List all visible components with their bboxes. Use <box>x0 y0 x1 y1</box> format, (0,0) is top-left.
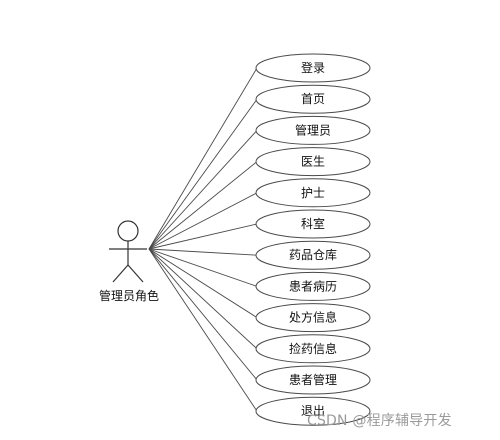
use-case-ellipse <box>255 115 371 145</box>
actor-figure <box>109 220 147 283</box>
association-line <box>148 248 258 318</box>
use-case-ellipse <box>255 147 371 177</box>
csdn-watermark: CSDN @程序辅导开发 <box>307 413 452 429</box>
use-case-label: 退出 <box>301 404 325 418</box>
association-line <box>148 248 258 287</box>
association-line <box>148 192 258 250</box>
use-case: 处方信息 <box>255 303 371 333</box>
use-case-label: 处方信息 <box>289 310 337 325</box>
use-case: 患者病历 <box>255 271 371 301</box>
use-case: 患者管理 <box>255 365 371 395</box>
use-case: 退出 <box>255 396 371 426</box>
association-line <box>148 130 258 250</box>
use-case: 管理员 <box>255 115 371 145</box>
association-line <box>148 223 258 250</box>
use-case-label: 患者管理 <box>289 372 337 387</box>
use-case: 药品仓库 <box>255 240 371 270</box>
use-case-ellipse <box>255 396 371 426</box>
use-case-ellipse <box>255 303 371 333</box>
use-case-label: 药品仓库 <box>289 247 337 262</box>
use-case-ellipse <box>255 240 371 270</box>
use-case: 医生 <box>255 147 371 177</box>
use-case-ellipse <box>255 334 371 364</box>
use-case: 护士 <box>255 178 371 208</box>
actor-left-leg <box>112 264 129 283</box>
association-line <box>148 98 258 250</box>
use-case: 捡药信息 <box>255 334 371 364</box>
use-case: 登录 <box>255 53 371 83</box>
actor-right-leg <box>127 264 144 283</box>
use-case-label: 首页 <box>301 92 325 106</box>
use-case-ellipse <box>255 271 371 301</box>
use-case-label: 管理员 <box>295 122 331 137</box>
association-line <box>148 161 258 250</box>
association-line <box>148 67 258 250</box>
use-case-label: 登录 <box>301 60 325 75</box>
use-case-label: 医生 <box>301 155 325 169</box>
actor-label: 管理员角色 <box>99 288 159 303</box>
use-case-label: 捡药信息 <box>289 341 337 356</box>
use-case-ellipse <box>255 84 371 114</box>
association-line <box>148 248 258 412</box>
use-case-label: 护士 <box>301 186 325 200</box>
use-case-ellipse <box>255 365 371 395</box>
use-case-label: 患者病历 <box>289 278 337 293</box>
use-case: 首页 <box>255 84 371 114</box>
association-line <box>148 248 258 256</box>
use-case-ellipse <box>255 209 371 239</box>
use-case-ellipse <box>255 53 371 83</box>
association-lines <box>148 67 258 412</box>
use-case-label: 科室 <box>301 216 325 231</box>
actor-head <box>117 220 139 242</box>
use-case: 科室 <box>255 209 371 239</box>
use-case-ellipse <box>255 178 371 208</box>
association-line <box>148 248 258 381</box>
association-line <box>148 248 258 350</box>
